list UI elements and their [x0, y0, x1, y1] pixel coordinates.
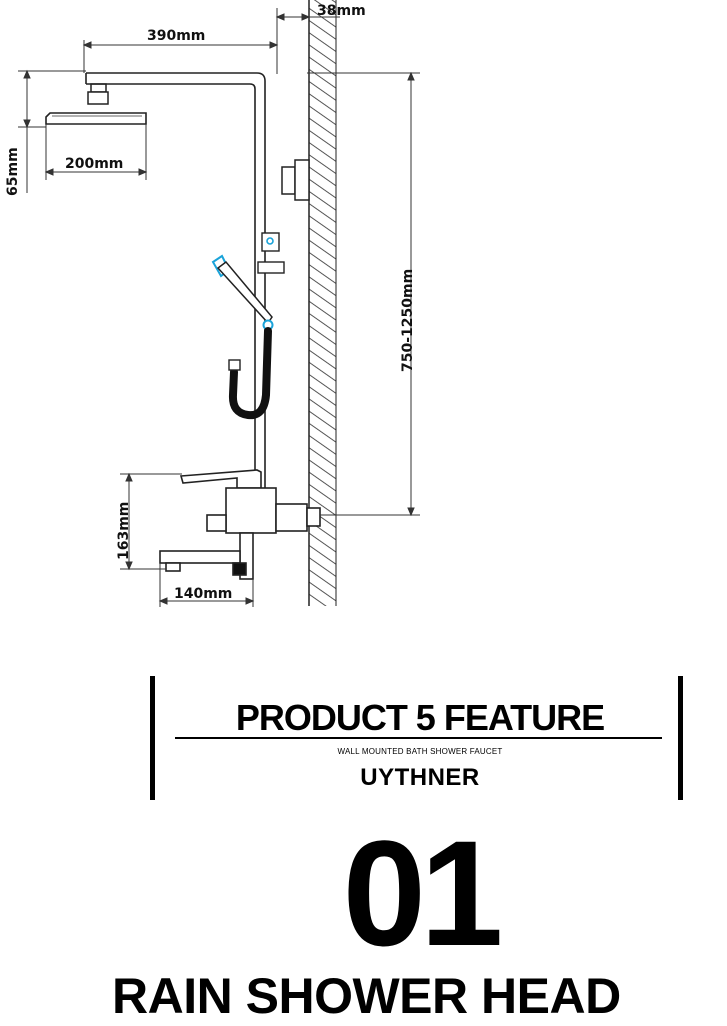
right-divider-bar: [678, 676, 683, 800]
hand-shower-holder: [257, 232, 285, 274]
dimension-lines: [18, 8, 420, 607]
wall: [308, 0, 337, 606]
dimension-riser-height: 750-1250mm: [400, 269, 416, 372]
dimension-spout-length: 140mm: [174, 586, 232, 602]
title-underline: [175, 737, 662, 739]
left-divider-bar: [150, 676, 155, 800]
wall-bracket: [281, 159, 310, 201]
shower-riser: [85, 72, 266, 488]
brand-name: UYTHNER: [360, 764, 480, 791]
dimension-head-diameter: 200mm: [65, 156, 123, 172]
feature-subtitle: WALL MOUNTED BATH SHOWER FAUCET: [337, 747, 503, 756]
mixer-valve: [159, 469, 321, 580]
shower-hose: [228, 327, 272, 420]
feature-title: PRODUCT 5 FEATURE: [235, 697, 605, 738]
rain-shower-head: [45, 83, 147, 125]
feature-header: PRODUCT 5 FEATURE WALL MOUNTED BATH SHOW…: [150, 676, 690, 800]
dimension-wall-clearance: 38mm: [317, 3, 366, 19]
dimension-head-height: 65mm: [5, 147, 21, 196]
dimension-arm-length: 390mm: [147, 28, 205, 44]
dimension-mixer-height: 163mm: [116, 502, 132, 560]
hand-shower: [211, 254, 274, 331]
feature-number: 01: [342, 809, 504, 977]
feature-name: RAIN SHOWER HEAD: [112, 968, 621, 1024]
shower-dimension-diagram: 38mm 390mm 65mm 200mm 750-1250mm 163mm 1…: [5, 0, 420, 607]
